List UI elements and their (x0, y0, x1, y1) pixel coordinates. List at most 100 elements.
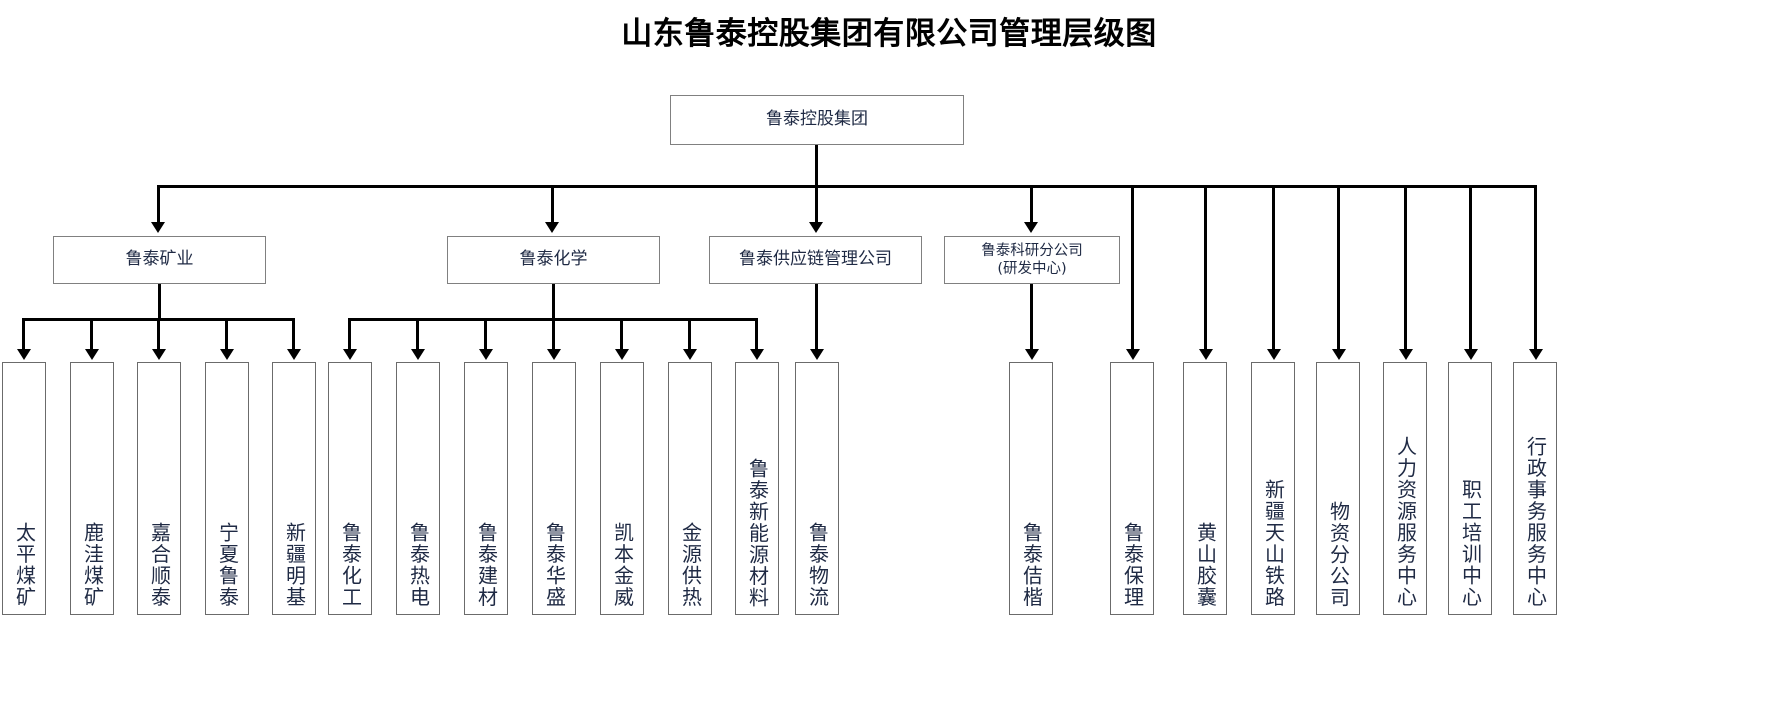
arrow-direct-1 (1199, 349, 1213, 360)
leaf-direct-4[interactable]: 人力资源服务中心 (1383, 362, 1427, 615)
connector-root-stem (815, 145, 818, 185)
connector-mining-drop-1 (90, 318, 93, 350)
connector-mining-stem (158, 284, 161, 320)
arrow-chemical-0 (343, 349, 357, 360)
leaf-mining-1-label: 鹿洼煤矿 (80, 522, 105, 608)
connector-chemical-drop-2 (484, 318, 487, 350)
leaf-mining-0-label: 太平煤矿 (12, 522, 37, 608)
arrow-chemical-2 (479, 349, 493, 360)
node-chemical[interactable]: 鲁泰化学 (447, 236, 660, 284)
node-root-label: 鲁泰控股集团 (766, 109, 868, 130)
leaf-supplychain-0[interactable]: 鲁泰物流 (795, 362, 839, 615)
arrow-supplychain-0 (810, 349, 824, 360)
arrow-supplychain (809, 222, 823, 233)
leaf-chemical-4-label: 凯本金威 (610, 522, 635, 608)
leaf-mining-3-label: 宁夏鲁泰 (215, 522, 240, 608)
leaf-chemical-3-label: 鲁泰华盛 (542, 522, 567, 608)
leaf-direct-4-label: 人力资源服务中心 (1393, 436, 1418, 608)
leaf-mining-0[interactable]: 太平煤矿 (2, 362, 46, 615)
arrow-chemical-1 (411, 349, 425, 360)
arrow-direct-5 (1464, 349, 1478, 360)
leaf-mining-4-label: 新疆明基 (282, 522, 307, 608)
leaf-chemical-0[interactable]: 鲁泰化工 (328, 362, 372, 615)
leaf-direct-3[interactable]: 物资分公司 (1316, 362, 1360, 615)
connector-direct-drop-4 (1404, 185, 1407, 350)
leaf-research-0-label: 鲁泰佶楷 (1019, 522, 1044, 608)
arrow-direct-3 (1332, 349, 1346, 360)
node-research[interactable]: 鲁泰科研分公司 (研发中心) (944, 236, 1120, 284)
leaf-mining-1[interactable]: 鹿洼煤矿 (70, 362, 114, 615)
node-research-sublabel: (研发中心) (997, 261, 1067, 277)
leaf-mining-3[interactable]: 宁夏鲁泰 (205, 362, 249, 615)
connector-chemical-stem (552, 284, 555, 320)
node-mining[interactable]: 鲁泰矿业 (53, 236, 266, 284)
leaf-direct-0[interactable]: 鲁泰保理 (1110, 362, 1154, 615)
arrow-mining-4 (287, 349, 301, 360)
leaf-direct-5[interactable]: 职工培训中心 (1448, 362, 1492, 615)
connector-chemical-drop-4 (620, 318, 623, 350)
connector-mining-drop-2 (157, 318, 160, 350)
arrow-research-0 (1025, 349, 1039, 360)
leaf-mining-4[interactable]: 新疆明基 (272, 362, 316, 615)
leaf-chemical-2[interactable]: 鲁泰建材 (464, 362, 508, 615)
leaf-direct-6-label: 行政事务服务中心 (1523, 436, 1548, 608)
arrow-mining (151, 222, 165, 233)
connector-drop-research (1030, 185, 1033, 223)
arrow-chemical-3 (547, 349, 561, 360)
leaf-research-0[interactable]: 鲁泰佶楷 (1009, 362, 1053, 615)
connector-mining-drop-0 (22, 318, 25, 350)
leaf-chemical-6-label: 鲁泰新能源材料 (745, 457, 770, 609)
arrow-chemical-6 (750, 349, 764, 360)
node-root[interactable]: 鲁泰控股集团 (670, 95, 964, 145)
connector-drop-chemical (551, 185, 554, 223)
connector-direct-drop-6 (1534, 185, 1537, 350)
arrow-chemical (545, 222, 559, 233)
leaf-chemical-5[interactable]: 金源供热 (668, 362, 712, 615)
arrow-chemical-5 (683, 349, 697, 360)
node-supplychain-label: 鲁泰供应链管理公司 (739, 249, 892, 270)
arrow-mining-3 (220, 349, 234, 360)
connector-mining-drop-3 (225, 318, 228, 350)
leaf-chemical-2-label: 鲁泰建材 (474, 522, 499, 608)
connector-drop-mining (157, 185, 160, 223)
leaf-chemical-6[interactable]: 鲁泰新能源材料 (735, 362, 779, 615)
arrow-research (1024, 222, 1038, 233)
arrow-direct-0 (1126, 349, 1140, 360)
connector-chemical-drop-5 (688, 318, 691, 350)
leaf-mining-2-label: 嘉合顺泰 (147, 522, 172, 608)
arrow-chemical-4 (615, 349, 629, 360)
connector-direct-drop-0 (1131, 185, 1134, 350)
connector-direct-drop-1 (1204, 185, 1207, 350)
arrow-mining-2 (152, 349, 166, 360)
leaf-chemical-3[interactable]: 鲁泰华盛 (532, 362, 576, 615)
leaf-mining-2[interactable]: 嘉合顺泰 (137, 362, 181, 615)
leaf-direct-5-label: 职工培训中心 (1458, 479, 1483, 608)
leaf-direct-2[interactable]: 新疆天山铁路 (1251, 362, 1295, 615)
connector-mining-drop-4 (292, 318, 295, 350)
leaf-direct-2-label: 新疆天山铁路 (1261, 479, 1286, 608)
arrow-mining-1 (85, 349, 99, 360)
arrow-direct-4 (1399, 349, 1413, 360)
leaf-supplychain-0-label: 鲁泰物流 (805, 522, 830, 608)
leaf-direct-0-label: 鲁泰保理 (1120, 522, 1145, 608)
connector-direct-drop-3 (1337, 185, 1340, 350)
arrow-direct-2 (1267, 349, 1281, 360)
leaf-chemical-4[interactable]: 凯本金威 (600, 362, 644, 615)
connector-direct-drop-2 (1272, 185, 1275, 350)
leaf-chemical-1[interactable]: 鲁泰热电 (396, 362, 440, 615)
connector-chemical-drop-3 (552, 318, 555, 350)
connector-supplychain-stem (815, 284, 818, 350)
connector-chemical-drop-6 (755, 318, 758, 350)
leaf-direct-1[interactable]: 黄山胶囊 (1183, 362, 1227, 615)
leaf-direct-6[interactable]: 行政事务服务中心 (1513, 362, 1557, 615)
connector-direct-drop-5 (1469, 185, 1472, 350)
node-supplychain[interactable]: 鲁泰供应链管理公司 (709, 236, 922, 284)
node-mining-label: 鲁泰矿业 (125, 249, 194, 270)
arrow-mining-0 (17, 349, 31, 360)
node-research-label: 鲁泰科研分公司 (981, 242, 1083, 259)
node-chemical-label: 鲁泰化学 (519, 249, 588, 270)
connector-drop-supplychain (815, 185, 818, 223)
leaf-chemical-0-label: 鲁泰化工 (338, 522, 363, 608)
leaf-direct-3-label: 物资分公司 (1326, 500, 1351, 609)
